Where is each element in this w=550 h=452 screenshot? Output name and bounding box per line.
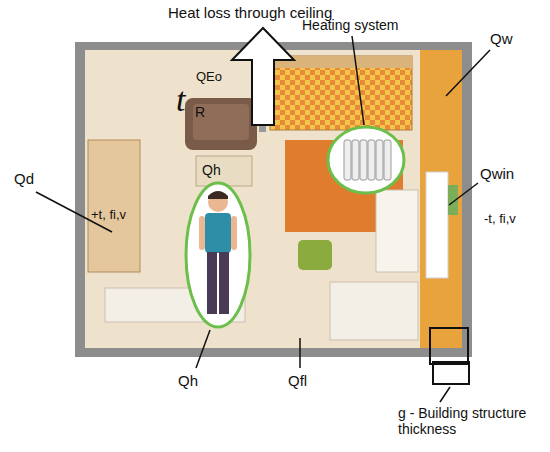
label: R bbox=[195, 104, 205, 120]
chair bbox=[298, 240, 332, 270]
label: Heating system bbox=[302, 17, 398, 33]
sofa bbox=[185, 98, 257, 150]
thickness-box bbox=[433, 362, 469, 384]
radiator-ellipse bbox=[328, 127, 404, 193]
thickness-box bbox=[430, 328, 468, 364]
person-arm bbox=[231, 216, 237, 250]
label: +t, fi,v bbox=[91, 208, 126, 223]
label: Qw bbox=[490, 30, 513, 47]
label: t bbox=[176, 80, 185, 119]
shelf bbox=[88, 140, 140, 272]
cabinet bbox=[330, 282, 418, 340]
label: Qd bbox=[14, 170, 34, 187]
leader-lines bbox=[36, 36, 490, 402]
window bbox=[426, 172, 448, 278]
heat-arrow bbox=[232, 28, 294, 125]
sofa-seat bbox=[193, 104, 249, 140]
radiator bbox=[344, 140, 391, 180]
label: QEo bbox=[196, 70, 222, 85]
label: -t, fi,v bbox=[484, 212, 516, 227]
person-hair bbox=[208, 191, 228, 199]
person-shirt bbox=[205, 213, 231, 253]
label: g - Building structure thickness bbox=[398, 405, 546, 437]
person-arm bbox=[199, 216, 205, 250]
label: Qh bbox=[202, 162, 221, 178]
person-leg bbox=[219, 252, 229, 314]
bed bbox=[270, 56, 412, 130]
label: Qfl bbox=[288, 372, 307, 389]
label: Qh bbox=[178, 372, 198, 389]
person-leg bbox=[207, 252, 217, 314]
coffee-table bbox=[196, 156, 252, 186]
desk bbox=[376, 190, 418, 272]
label: Qwin bbox=[480, 165, 514, 182]
person-ellipse bbox=[186, 183, 250, 327]
person-head bbox=[208, 192, 228, 212]
